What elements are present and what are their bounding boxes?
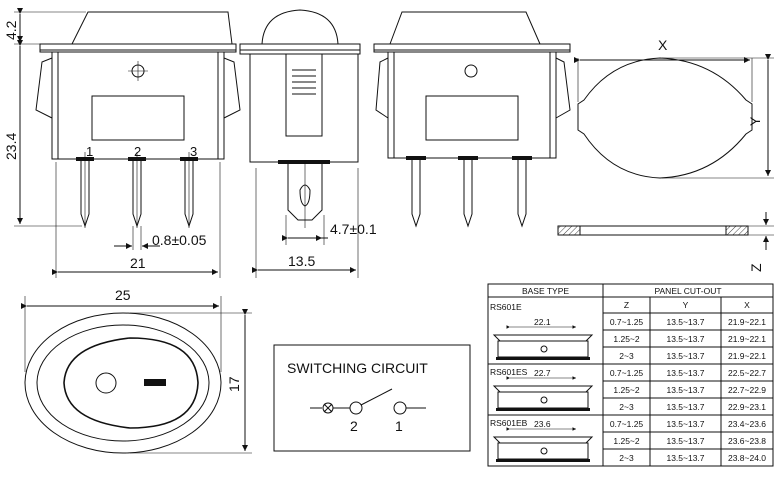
table-cell-x: 22.9~23.1 [728,402,766,412]
table-cell-y: 13.5~13.7 [666,317,704,327]
table-switch-hole [540,345,548,353]
switching-circuit-title: SWITCHING CIRCUIT [287,360,428,376]
panel-cutout-table: BASE TYPE PANEL CUT-OUT Z Y X RS601E 22.1 0.7~1… [487,283,774,467]
pin-3-label: 3 [190,144,197,159]
table-cell-x: 21.9~22.1 [728,334,766,344]
dim-bezel-width: 25 [115,287,131,303]
table-switch-flange [492,385,594,393]
table-cell-x: 23.6~23.8 [728,436,766,446]
dim-terminal-width: 4.7±0.1 [330,221,377,237]
table-switch-body [497,442,589,460]
dim-pin-width: 0.8±0.05 [152,232,207,248]
table-cell-x: 23.4~23.6 [728,419,766,429]
table-cell-z: 0.7~1.25 [610,419,644,429]
table-cell-z: 2~3 [619,402,634,412]
table-header-base-type: BASE TYPE [522,286,569,296]
dim-cutout-y: Y [747,116,763,126]
table-base-dim: 23.6 [534,419,551,429]
dim-width-side: 21 [130,255,146,271]
table-cell-y: 13.5~13.7 [666,368,704,378]
table-switch-flange [492,436,594,444]
dim-height-body: 23.4 [3,133,19,160]
table-switch-body [497,391,589,409]
table-base-type-name: RS601EB [490,418,528,428]
dim-width-front: 13.5 [288,253,315,269]
table-cell-x: 21.9~22.1 [728,351,766,361]
table-switch-base [496,408,590,411]
table-cell-y: 13.5~13.7 [666,453,704,463]
circuit-terminal-1: 1 [395,418,403,434]
table-cell-x: 22.7~22.9 [728,385,766,395]
pin-2-label: 2 [134,144,141,159]
table-header-x: X [744,300,750,310]
table-switch-base [496,357,590,360]
table-header-y: Y [683,300,689,310]
circuit-terminal-2: 2 [350,418,358,434]
table-base-dim: 22.7 [534,368,551,378]
table-cell-x: 21.9~22.1 [728,317,766,327]
table-cell-z: 1.25~2 [613,385,640,395]
pin-1-label: 1 [86,144,93,159]
table-base-dim: 22.1 [534,317,551,327]
table-header-panel-cutout: PANEL CUT-OUT [654,286,721,296]
table-cell-y: 13.5~13.7 [666,419,704,429]
table-cell-z: 1.25~2 [613,334,640,344]
bezel-view: 25 17 [21,287,252,454]
table-base-type-name: RS601E [490,302,522,312]
table-cell-z: 0.7~1.25 [610,317,644,327]
table-cell-y: 13.5~13.7 [666,351,704,361]
table-cell-z: 1.25~2 [613,436,640,446]
front-view: 4.7±0.1 13.5 [239,9,377,278]
table-switch-base [496,459,590,462]
table-base-type-name: RS601ES [490,367,528,377]
side-view: 1 2 3 4.2 23.4 0.8±0.05 21 [3,8,241,278]
table-switch-hole [540,447,548,455]
switching-circuit-box: SWITCHING CIRCUIT 2 1 [273,344,471,452]
dim-cutout-x: X [658,37,668,53]
table-switch-hole [540,396,548,404]
table-frame [487,283,774,467]
table-cell-y: 13.5~13.7 [666,385,704,395]
dim-height-top: 4.2 [3,20,19,40]
dim-cutout-z: Z [748,263,764,272]
table-header-z: Z [624,300,629,310]
table-cell-y: 13.5~13.7 [666,334,704,344]
table-cell-z: 2~3 [619,351,634,361]
back-view [373,11,571,228]
table-cell-y: 13.5~13.7 [666,436,704,446]
table-cell-z: 2~3 [619,453,634,463]
dim-bezel-height: 17 [226,376,242,392]
table-cell-z: 0.7~1.25 [610,368,644,378]
table-switch-body [497,340,589,358]
panel-cutout-view: X Y Z [557,37,774,272]
table-switch-flange [492,334,594,342]
table-cell-y: 13.5~13.7 [666,402,704,412]
table-cell-x: 23.8~24.0 [728,453,766,463]
table-cell-x: 22.5~22.7 [728,368,766,378]
